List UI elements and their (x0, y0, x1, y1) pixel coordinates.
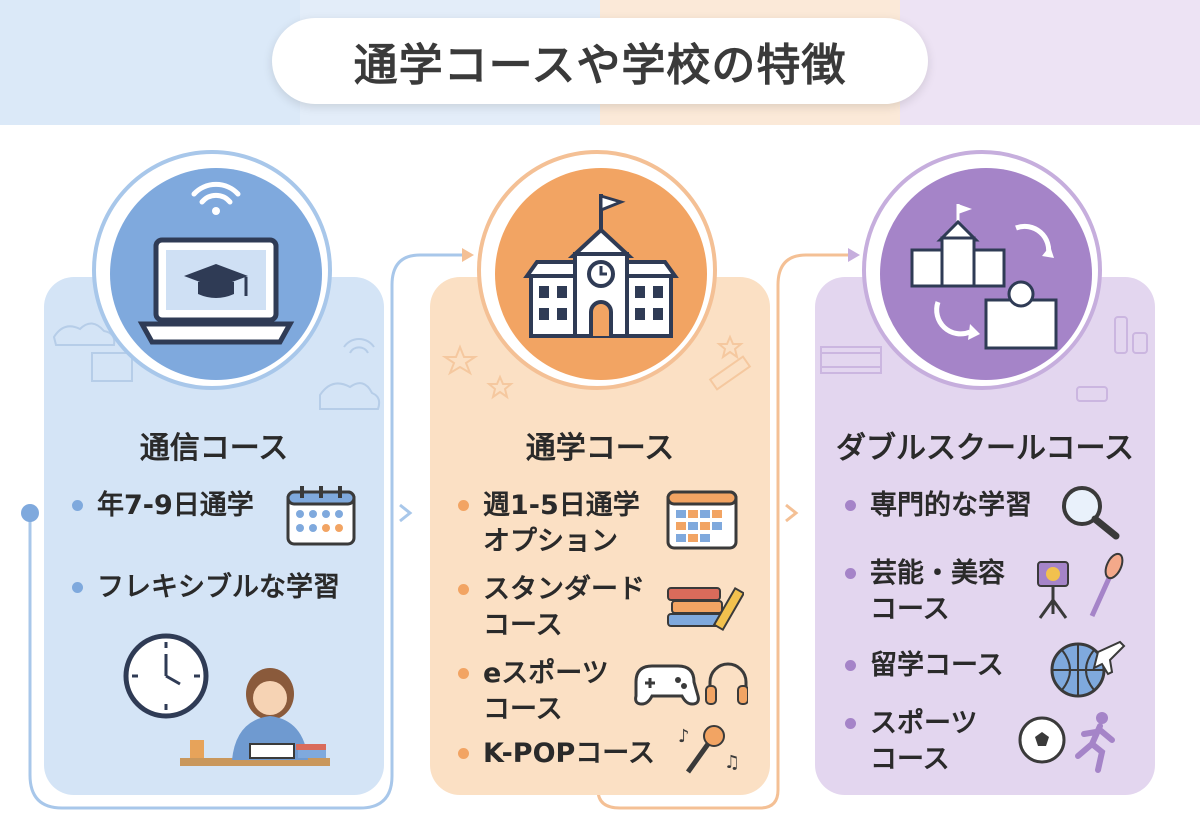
bullet-dot (72, 582, 83, 593)
background-doodles (441, 334, 752, 400)
clock-and-student-studying-illustration (123, 633, 330, 766)
bullet-dot (845, 718, 856, 729)
svg-text:♫: ♫ (724, 752, 740, 773)
laptop-graduation-cap-icon (137, 181, 295, 345)
card-title-commuting: 通学コース (525, 431, 675, 466)
header-band-blue (0, 0, 300, 125)
bullet-dot (458, 500, 469, 511)
svg-text:♪: ♪ (678, 726, 690, 747)
list-item-label: 年7-9日通学 (97, 490, 254, 521)
list-item-label: スポーツ コース (870, 708, 978, 775)
bullet-dot (458, 584, 469, 595)
spotlight-makeup-brush-icon (1037, 552, 1124, 619)
list-item-label: スタンダード コース (483, 574, 645, 641)
background-doodles (820, 316, 1148, 402)
globe-airplane-icon (1050, 640, 1126, 698)
microphone-music-icon: ♪ ♫ (678, 725, 740, 774)
bullet-dot (458, 668, 469, 679)
list-item: スポーツ コース (845, 706, 977, 778)
list-item-label: 芸能・美容 コース (870, 558, 1005, 625)
school-building-icon (523, 193, 679, 338)
card-title-correspondence: 通信コース (139, 431, 289, 466)
bullet-dot (845, 660, 856, 671)
card-title-double-school: ダブルスクールコース (836, 431, 1134, 466)
list-item-label: K-POPコース (483, 738, 655, 769)
soccer-runner-icon (1018, 712, 1115, 773)
list-item-label: 留学コース (870, 650, 1004, 681)
bullet-dot (458, 748, 469, 759)
bullet-dot (845, 568, 856, 579)
medal-double-school (862, 150, 1102, 390)
list-item: 芸能・美容 コース (845, 556, 1005, 628)
medal-correspondence (92, 150, 332, 390)
medal-commuting (477, 150, 717, 390)
two-schools-exchange-icon (910, 204, 1058, 350)
header-band-lavender (900, 0, 1200, 125)
list-item-label: 専門的な学習 (870, 490, 1032, 521)
list-item: 専門的な学習 (845, 488, 1032, 524)
list-item: スタンダード コース (458, 572, 645, 644)
bullet-dot (72, 500, 83, 511)
page-title: 通学コースや学校の特徴 (353, 40, 847, 91)
weekly-calendar-icon (666, 490, 738, 550)
bullet-dot (845, 500, 856, 511)
list-item: 留学コース (845, 648, 1004, 684)
list-item-label: 週1-5日通学 オプション (483, 490, 640, 557)
books-and-pencil-icon (667, 586, 744, 632)
list-item: フレキシブルな学習 (72, 570, 340, 606)
list-item-label: フレキシブルな学習 (97, 572, 340, 603)
list-item: K-POPコース (458, 736, 655, 772)
magnifier-icon (1062, 486, 1120, 540)
title-banner: 通学コースや学校の特徴 (272, 18, 928, 104)
list-item: eスポーツ コース (458, 656, 609, 728)
gamepad-headphones-icon (634, 662, 748, 706)
list-item: 週1-5日通学 オプション (458, 488, 640, 560)
list-item-label: eスポーツ コース (483, 658, 609, 725)
calendar-icon (286, 486, 356, 546)
list-item: 年7-9日通学 (72, 488, 254, 524)
